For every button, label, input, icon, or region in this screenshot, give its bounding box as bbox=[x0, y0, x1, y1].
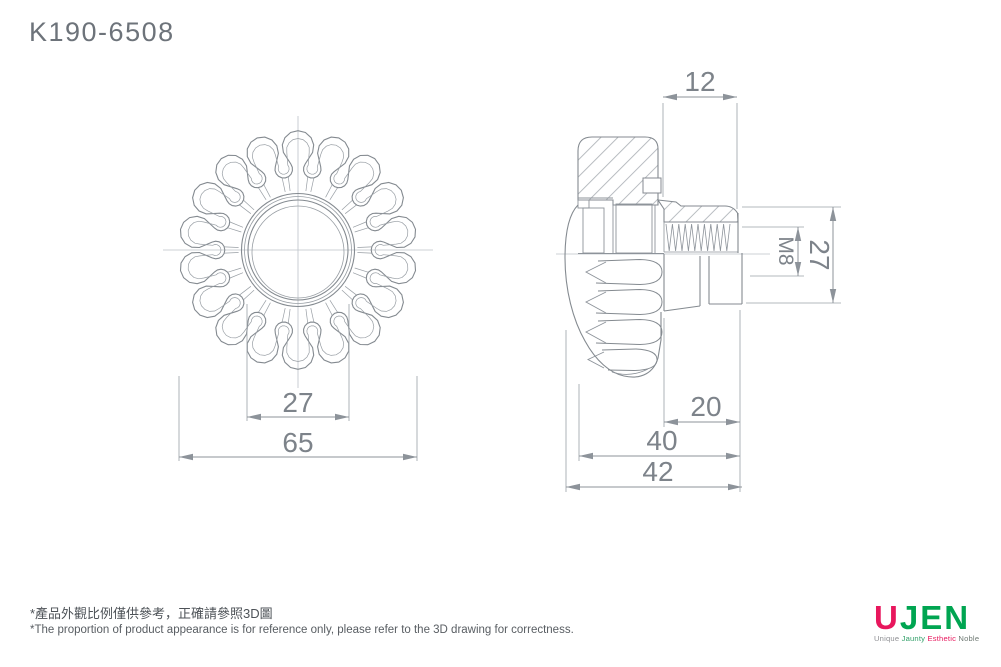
front-extension-lines bbox=[178, 304, 418, 461]
grip-serrations bbox=[585, 261, 649, 375]
hub-ring-outer bbox=[240, 192, 356, 308]
front-outer-dim-label: 65 bbox=[282, 427, 313, 458]
knob-valley-edges bbox=[224, 177, 372, 323]
front-bore-dim-label: 27 bbox=[282, 387, 313, 418]
company-logo: UJEN Unique Jaunty Esthetic Noble bbox=[874, 601, 994, 643]
grip-ridges bbox=[595, 258, 663, 372]
thread-depth-dim-label: 20 bbox=[690, 391, 721, 422]
flange-groove bbox=[642, 177, 662, 194]
knob-outer-profile bbox=[179, 130, 417, 370]
body-length-dim-label: 40 bbox=[646, 425, 677, 456]
bore-circle bbox=[247, 199, 349, 301]
knob-silhouette bbox=[564, 204, 662, 378]
cylinder-faces bbox=[663, 213, 743, 312]
overall-length-dim-label: 42 bbox=[642, 456, 673, 487]
disclaimer-notes: *產品外觀比例僅供參考，正確請參照3D圖 *The proportion of … bbox=[30, 605, 574, 639]
logo-tagline: Unique Jaunty Esthetic Noble bbox=[874, 634, 980, 643]
logo-wordmark: UJEN bbox=[874, 601, 994, 634]
knob-inner-edge bbox=[187, 138, 409, 362]
logo-letter-u: U bbox=[874, 599, 900, 636]
disclaimer-english: *The proportion of product appearance is… bbox=[30, 624, 574, 636]
cylinder-dia-dim-label: 27 bbox=[804, 239, 835, 270]
side-extension-lines bbox=[565, 103, 841, 492]
bore-chamfer-circle bbox=[251, 205, 345, 299]
logo-letters-jen: JEN bbox=[899, 599, 971, 636]
hub-ring-inner bbox=[244, 196, 352, 304]
internal-thread bbox=[665, 223, 731, 252]
disclaimer-chinese: *產品外觀比例僅供參考，正確請參照3D圖 bbox=[30, 606, 273, 621]
thread-dim-label: M8 bbox=[774, 236, 797, 265]
side-view: 12 M8 27 20 40 42 bbox=[556, 66, 841, 492]
part-number-title: K190-6508 bbox=[29, 17, 175, 47]
flange-section bbox=[577, 136, 659, 206]
boss-length-dim-label: 12 bbox=[684, 66, 715, 97]
cavity-details bbox=[577, 197, 664, 254]
boss-section bbox=[656, 199, 739, 223]
front-view: 27 65 bbox=[163, 116, 433, 461]
